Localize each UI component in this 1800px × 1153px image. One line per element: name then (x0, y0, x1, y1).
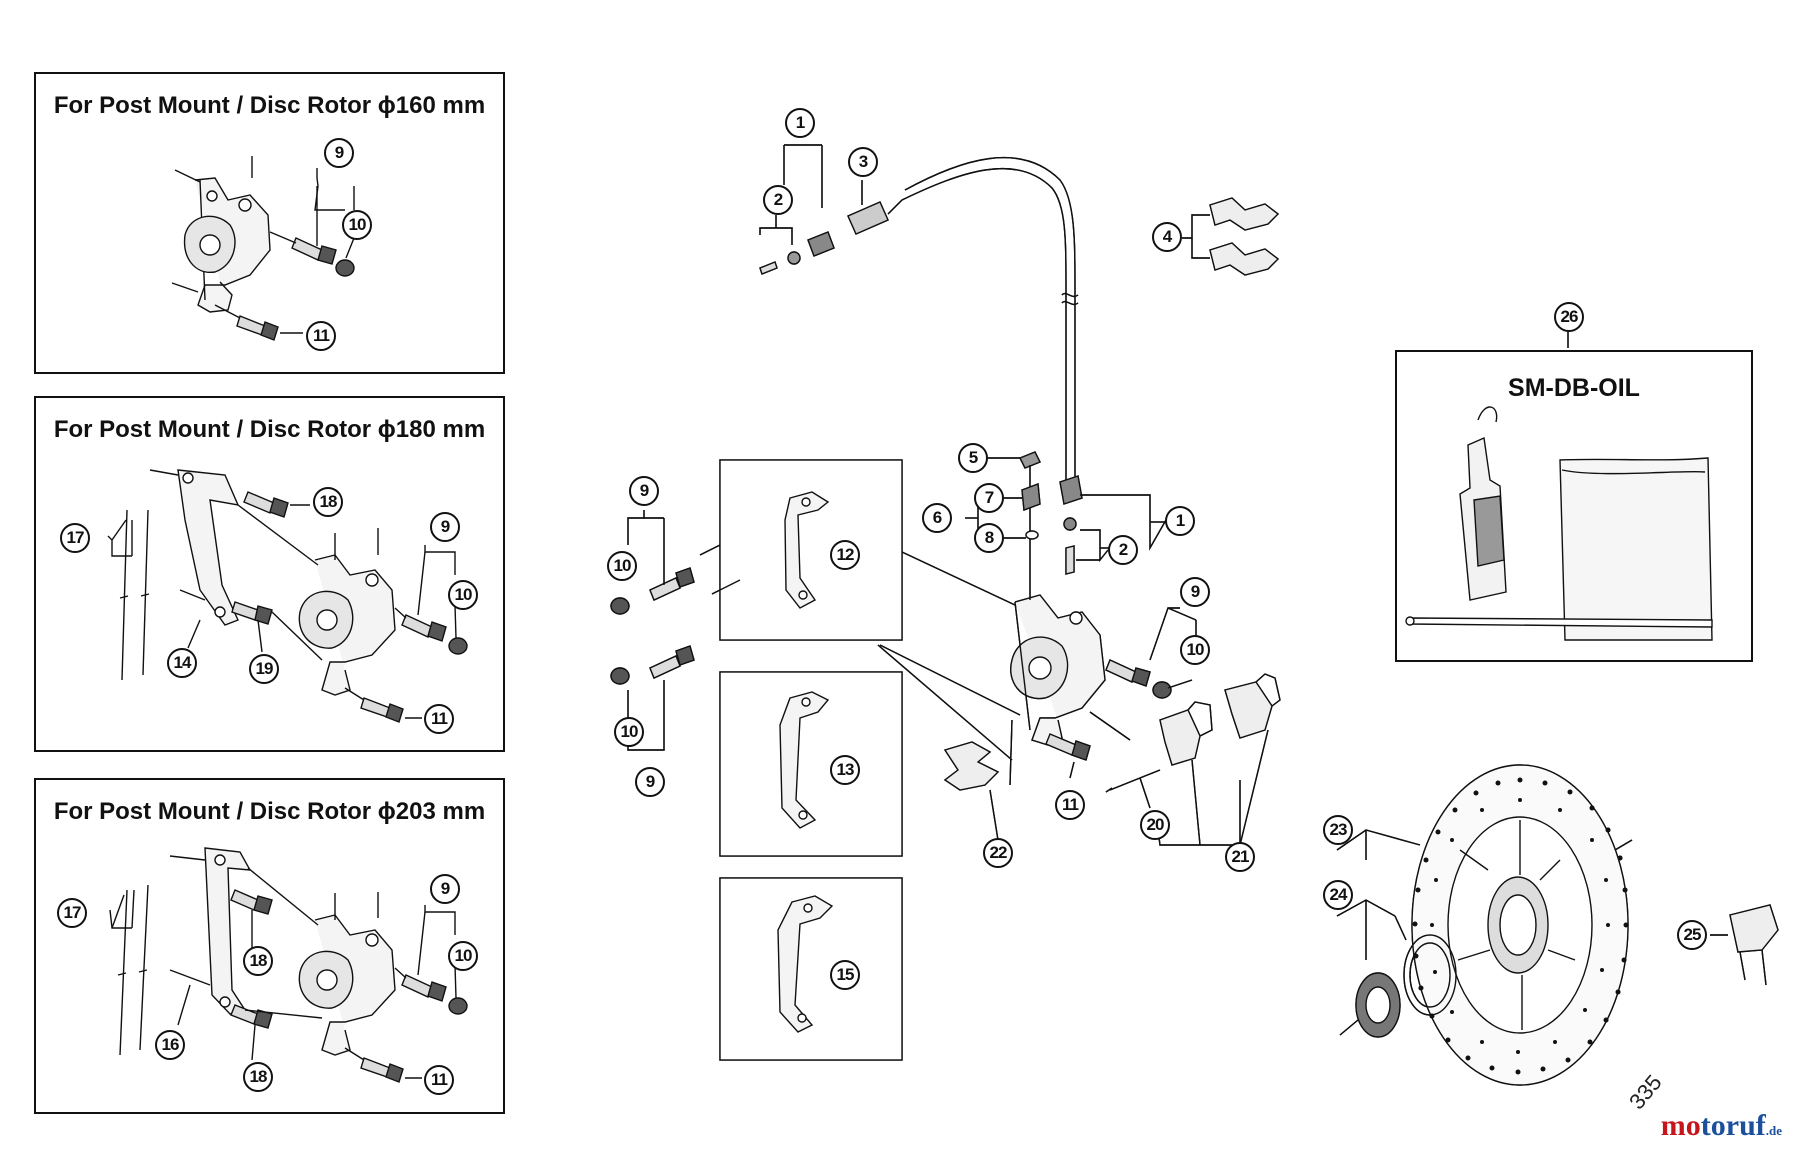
brand-tld: .de (1765, 1123, 1782, 1138)
callout-21: 21 (1225, 842, 1255, 872)
callout-1-mid: 1 (1165, 506, 1195, 536)
callout-12: 12 (830, 540, 860, 570)
brand-part2: toruf (1700, 1109, 1766, 1142)
panel-title-160: For Post Mount / Disc Rotor ϕ160 mm (53, 92, 486, 119)
callout-2-mid: 2 (1108, 535, 1138, 565)
hose-drawing (759, 144, 1280, 485)
panel-oil: SM-DB-OIL (1395, 350, 1753, 662)
callout-5: 5 (958, 443, 988, 473)
callout-15: 15 (830, 960, 860, 990)
callout-p203-10: 10 (448, 941, 478, 971)
callout-p180-14: 14 (167, 648, 197, 678)
callout-6: 6 (922, 503, 952, 533)
callout-p203-16: 16 (155, 1030, 185, 1060)
callout-p180-18: 18 (313, 487, 343, 517)
callout-p203-17: 17 (57, 898, 87, 928)
callout-8: 8 (974, 523, 1004, 553)
callout-p160-11: 11 (306, 321, 336, 351)
callout-10-left-b: 10 (614, 717, 644, 747)
callout-3: 3 (848, 147, 878, 177)
callout-p180-10: 10 (448, 580, 478, 610)
callout-7: 7 (974, 483, 1004, 513)
panel-rotor-160: For Post Mount / Disc Rotor ϕ160 mm (34, 72, 505, 374)
callout-25: 25 (1677, 920, 1707, 950)
callout-10-right: 10 (1180, 635, 1210, 665)
panel-rotor-180: For Post Mount / Disc Rotor ϕ180 mm (34, 396, 505, 752)
callout-9-right: 9 (1180, 577, 1210, 607)
brand-part1: mo (1660, 1109, 1701, 1142)
callout-23: 23 (1323, 815, 1353, 845)
callout-11: 11 (1055, 790, 1085, 820)
brand-watermark: motoruf.de (1661, 1109, 1782, 1143)
callout-13: 13 (830, 755, 860, 785)
callout-p180-9: 9 (430, 512, 460, 542)
callout-1-top: 1 (785, 108, 815, 138)
main-caliper-drawing (610, 451, 1281, 1061)
callout-p180-19: 19 (249, 654, 279, 684)
panel-title-180: For Post Mount / Disc Rotor ϕ180 mm (53, 416, 486, 443)
panel-rotor-203: For Post Mount / Disc Rotor ϕ203 mm (34, 778, 505, 1114)
callout-p203-9: 9 (430, 874, 460, 904)
callout-p180-17: 17 (60, 523, 90, 553)
callout-9-left: 9 (629, 476, 659, 506)
callout-p160-9: 9 (324, 138, 354, 168)
callout-p203-18a: 18 (243, 946, 273, 976)
callout-20: 20 (1140, 810, 1170, 840)
oil-title: SM-DB-OIL (1508, 374, 1640, 402)
callout-4: 4 (1152, 222, 1182, 252)
callout-9-left-b: 9 (635, 767, 665, 797)
callout-22: 22 (983, 838, 1013, 868)
callout-p180-11: 11 (424, 704, 454, 734)
callout-p160-10: 10 (342, 210, 372, 240)
callout-2-top: 2 (763, 185, 793, 215)
callout-26: 26 (1554, 302, 1584, 332)
callout-p203-11: 11 (424, 1065, 454, 1095)
panel-title-203: For Post Mount / Disc Rotor ϕ203 mm (53, 798, 486, 825)
callout-24: 24 (1323, 880, 1353, 910)
callout-p203-18b: 18 (243, 1062, 273, 1092)
callout-10-left-a: 10 (607, 551, 637, 581)
